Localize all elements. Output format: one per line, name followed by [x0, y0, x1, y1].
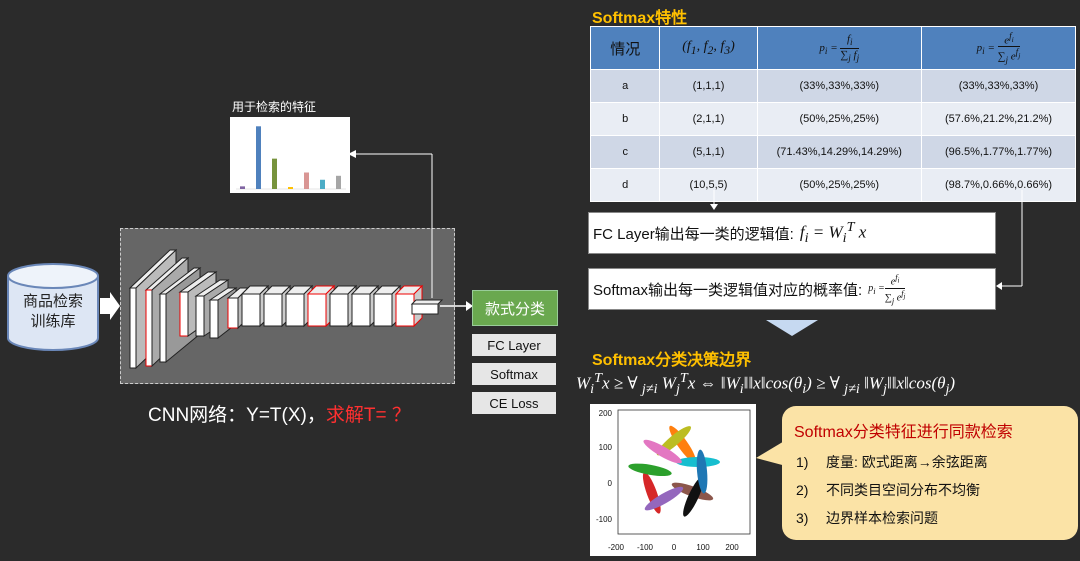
x-tick: -100: [637, 543, 654, 552]
softmax-table: 情况 (f1, f2, f3) pi = fi∑j fj pi = efi∑j …: [589, 26, 1076, 202]
y-tick: 200: [599, 409, 613, 418]
fc-output-box: FC Layer输出每一类的逻辑值: fi = WiT x: [588, 212, 996, 254]
to-feature-arrow: [348, 150, 433, 298]
softmax-output-box: Softmax输出每一类逻辑值对应的概率值: pi = efi∑j efj: [588, 268, 996, 310]
database-cylinder-icon: [7, 263, 99, 351]
to-classify-arrow: [440, 301, 473, 311]
x-tick: 0: [672, 543, 677, 552]
y-tick: -100: [596, 515, 613, 524]
table-row: c(5,1,1)(71.43%,14.29%,14.29%)(96.5%,1.7…: [589, 135, 1076, 169]
table-row: b(2,1,1)(50%,25%,25%)(57.6%,21.2%,21.2%): [589, 102, 1076, 136]
x-tick: 200: [725, 543, 739, 552]
fc-layer-label: FC Layer: [472, 334, 556, 356]
y-tick: 0: [608, 479, 613, 488]
table-row: d(10,5,5)(50%,25%,25%)(98.7%,0.66%,0.66%…: [589, 168, 1076, 202]
col-header-linear: pi = fi∑j fj: [756, 26, 923, 70]
chevron-down-icon: [766, 320, 818, 336]
feature-bar: [256, 126, 261, 189]
table-row: a(1,1,1)(33%,33%,33%)(33%,33%,33%): [589, 69, 1076, 103]
ce-loss-label: CE Loss: [472, 392, 556, 414]
feature-chart-svg: [236, 126, 346, 190]
scatter-petals: [628, 425, 720, 517]
feature-scatter-plot: 200 100 0 -100 -200 -100 0 100 200: [590, 404, 756, 556]
feature-bar: [272, 158, 277, 189]
boundary-title: Softmax分类决策边界: [592, 352, 752, 369]
x-tick: -200: [608, 543, 625, 552]
feature-chart-title: 用于检索的特征: [232, 100, 317, 114]
scatter-svg: 200 100 0 -100 -200 -100 0 100 200: [596, 409, 751, 552]
feature-bar: [288, 187, 293, 189]
feature-bar: [320, 179, 325, 189]
callout-title: Softmax分类特征进行同款检索: [794, 424, 1013, 441]
boundary-formula: WiTx ≥ ∀ j≠i WjTx ⇔ ‖Wi‖‖x‖cos(θi) ≥ ∀ j…: [576, 370, 956, 398]
col-header-softmax: pi = efi∑j efj: [921, 26, 1076, 70]
cnn-layer-stack: [128, 248, 444, 370]
col-header-f: (f1, f2, f3): [659, 26, 758, 70]
database-label: 商品检索 训练库: [22, 293, 83, 330]
x-tick: 100: [696, 543, 710, 552]
feature-chart: [230, 117, 350, 193]
table-connectors: [710, 190, 1023, 290]
cnn-layers-diagram: [100, 248, 444, 370]
softmax-label: Softmax: [472, 363, 556, 385]
cnn-caption: CNN网络：Y=T(X)，求解T= ？: [148, 405, 411, 426]
feature-bar: [304, 172, 309, 189]
callout-item: 1)度量: 欧式距离→余弦距离: [796, 454, 988, 470]
feature-bar: [336, 175, 341, 189]
input-arrow: [100, 292, 120, 320]
callout-pointer: [756, 440, 786, 466]
retrieval-callout: Softmax分类特征进行同款检索 1)度量: 欧式距离→余弦距离 2)不同类目…: [782, 406, 1078, 540]
col-header-case: 情况: [589, 26, 661, 70]
y-tick: 100: [599, 443, 613, 452]
callout-item: 3)边界样本检索问题: [796, 510, 938, 526]
classify-button[interactable]: 款式分类: [472, 290, 558, 326]
softmax-props-title: Softmax特性: [592, 10, 688, 27]
feature-bar: [240, 186, 245, 189]
callout-item: 2)不同类目空间分布不均衡: [796, 482, 980, 498]
